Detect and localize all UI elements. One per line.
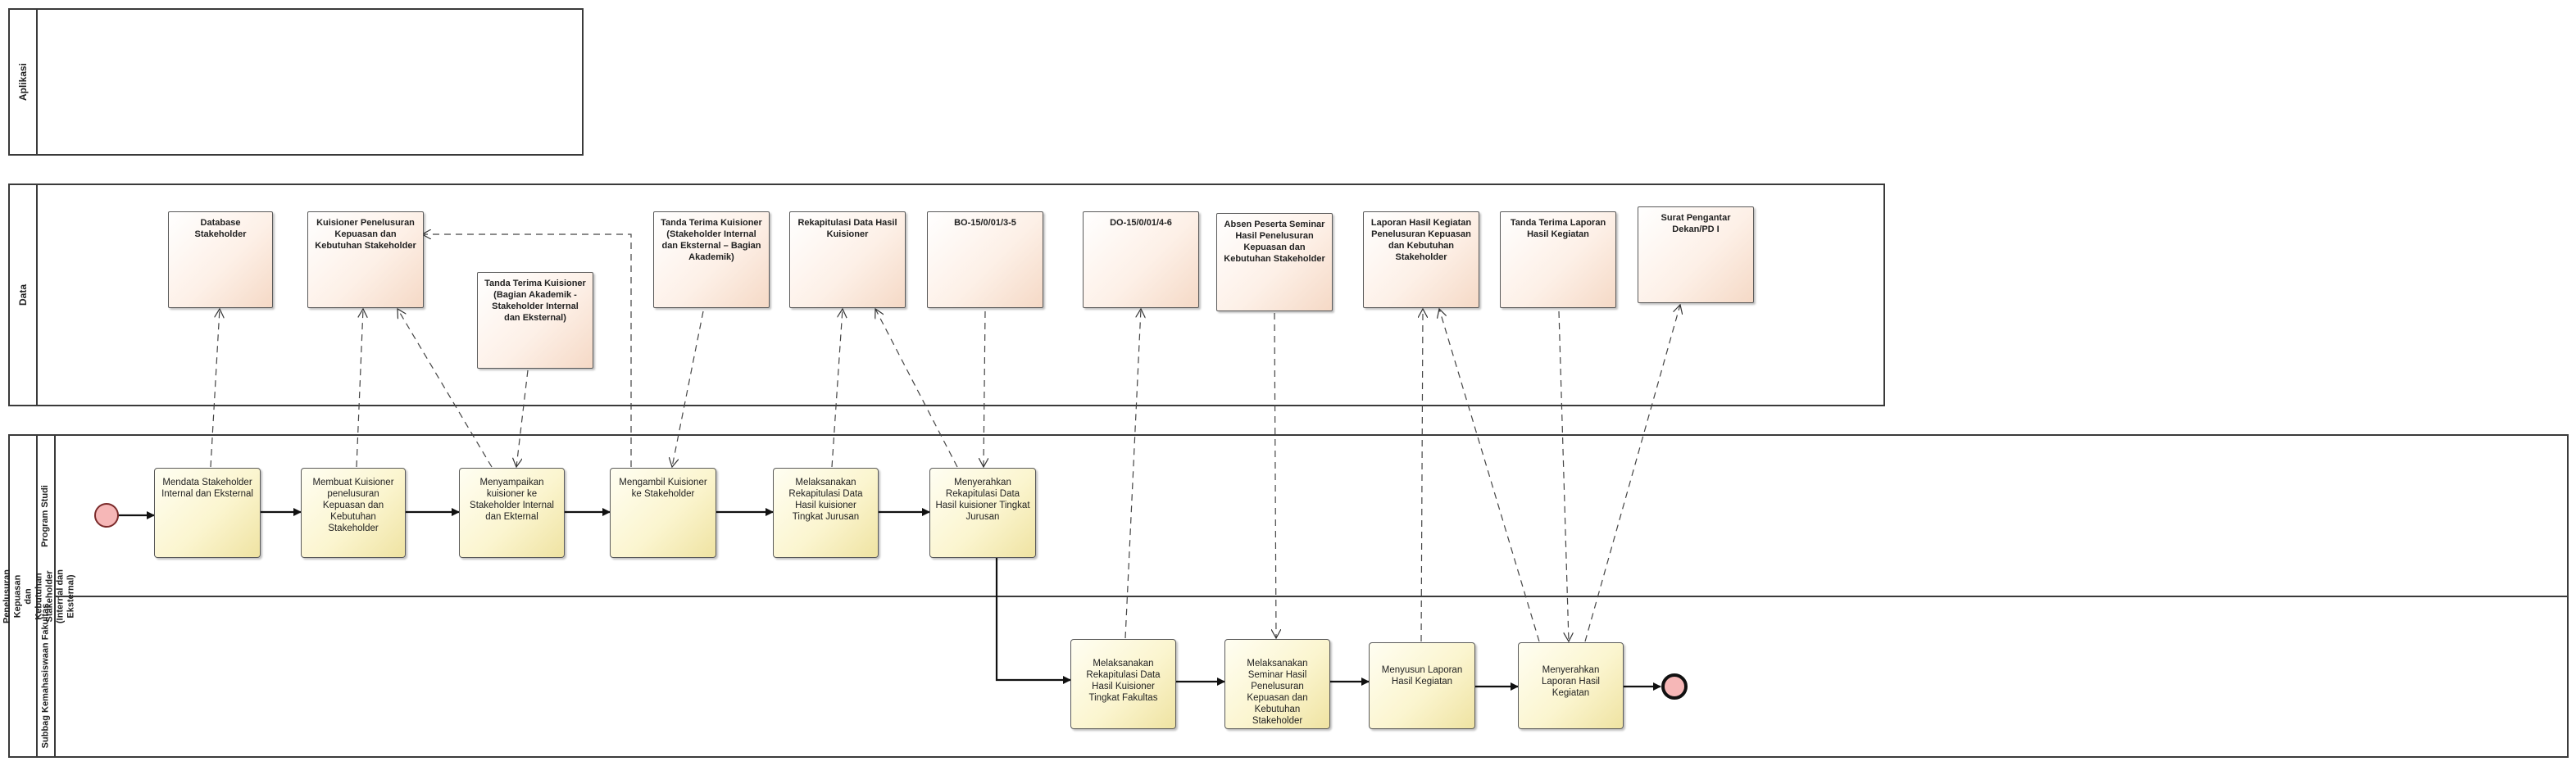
lane-subbag-header: Subbag Kemahasiswaan Fakultas — [36, 596, 56, 756]
doc-tanda-terima-stakeholder[interactable]: Tanda Terima Kuisioner (Stakeholder Inte… — [653, 211, 770, 308]
task-menyusun-laporan[interactable]: Menyusun Laporan Hasil Kegiatan — [1369, 642, 1475, 729]
task-menyerahkan-rekapitulasi[interactable]: Menyerahkan Rekapitulasi Data Hasil kuis… — [929, 468, 1036, 558]
task-mengambil-kuisioner[interactable]: Mengambil Kuisioner ke Stakeholder — [610, 468, 716, 558]
doc-rekapitulasi-data[interactable]: Rekapitulasi Data Hasil Kuisioner — [789, 211, 906, 308]
doc-laporan-hasil-kegiatan[interactable]: Laporan Hasil Kegiatan Penelusuran Kepua… — [1363, 211, 1479, 308]
doc-tanda-terima-akademik[interactable]: Tanda Terima Kuisioner (Bagian Akademik … — [477, 272, 593, 369]
task-rekapitulasi-jurusan[interactable]: Melaksanakan Rekapitulasi Data Hasil kui… — [773, 468, 879, 558]
end-event[interactable] — [1661, 673, 1688, 700]
lane-divider — [56, 596, 2567, 597]
lane-program-studi-header: Program Studi — [36, 436, 56, 596]
doc-surat-pengantar[interactable]: Surat Pengantar Dekan/PD I — [1638, 206, 1754, 303]
task-menyerahkan-laporan[interactable]: Menyerahkan Laporan Hasil Kegiatan — [1518, 642, 1624, 729]
pool-aplikasi: Aplikasi — [8, 8, 584, 156]
doc-absen-peserta-seminar[interactable]: Absen Peserta Seminar Hasil Penelusuran … — [1216, 213, 1333, 311]
task-mendata-stakeholder[interactable]: Mendata Stakeholder Internal dan Ekstern… — [154, 468, 261, 558]
pool-process-header: Pos Melaksanakan Studi Penelusuran Kepua… — [0, 436, 75, 756]
task-seminar-hasil[interactable]: Melaksanakan Seminar Hasil Penelusuran K… — [1224, 639, 1330, 729]
pool-aplikasi-header: Aplikasi — [10, 10, 38, 154]
lane-subbag-label: Subbag Kemahasiswaan Fakultas — [40, 603, 51, 749]
pool-data-label: Data — [16, 283, 29, 306]
doc-database-stakeholder[interactable]: Database Stakeholder — [168, 211, 273, 308]
pool-aplikasi-label: Aplikasi — [17, 62, 29, 102]
task-membuat-kuisioner[interactable]: Membuat Kuisioner penelusuran Kepuasan d… — [301, 468, 406, 558]
doc-tanda-terima-laporan[interactable]: Tanda Terima Laporan Hasil Kegiatan — [1500, 211, 1616, 308]
doc-do-15[interactable]: DO-15/0/01/4-6 — [1083, 211, 1199, 308]
doc-kuisioner-penelusuran[interactable]: Kuisioner Penelusuran Kepuasan dan Kebut… — [307, 211, 424, 308]
start-event[interactable] — [94, 503, 119, 528]
pool-data-header: Data — [10, 185, 38, 405]
task-menyampaikan-kuisioner[interactable]: Menyampaikan kuisioner ke Stakeholder In… — [459, 468, 565, 558]
lane-program-studi-label: Program Studi — [40, 484, 51, 547]
doc-bo-15[interactable]: BO-15/0/01/3-5 — [927, 211, 1043, 308]
task-rekapitulasi-fakultas[interactable]: Melaksanakan Rekapitulasi Data Hasil Kui… — [1070, 639, 1176, 729]
